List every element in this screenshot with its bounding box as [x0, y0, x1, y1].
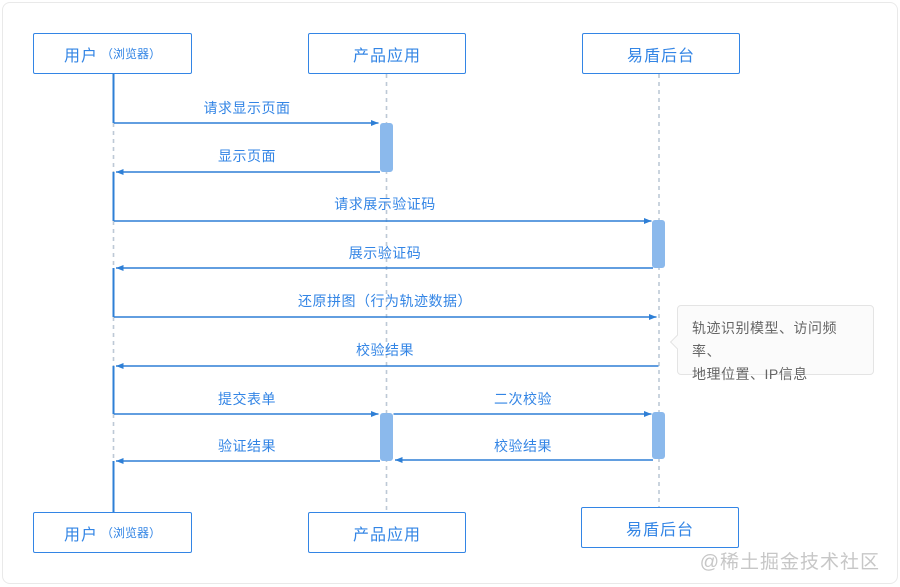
message-label-check-result: 校验结果	[356, 342, 414, 358]
actor-label-product: 产品应用	[352, 47, 421, 65]
message-label-show-page: 显示页面	[218, 148, 276, 164]
actor-box-user-bottom: 用户（浏览器）	[33, 512, 192, 553]
message-label-request-captcha: 请求展示验证码	[334, 196, 436, 212]
activation-bar-backend-1	[652, 220, 665, 268]
actor-label-user: 用户	[63, 47, 98, 65]
activation-bar-product-1	[380, 123, 393, 172]
message-label-request-page: 请求显示页面	[203, 100, 291, 116]
actor-label-user-suffix: （浏览器）	[101, 47, 162, 61]
note-box: 轨迹识别模型、访问频率、 地理位置、IP信息	[669, 305, 874, 382]
actor-box-backend-top: 易盾后台	[582, 33, 740, 74]
actor-box-product-bottom: 产品应用	[308, 512, 466, 553]
message-label-verify-result: 验证结果	[218, 438, 276, 454]
watermark: @稀土掘金技术社区	[699, 552, 880, 573]
message-label-check-result-2: 校验结果	[494, 438, 552, 454]
note-text-line-2: 地理位置、IP信息	[692, 366, 808, 382]
actor-box-product-top: 产品应用	[308, 33, 466, 74]
actor-box-user-top: 用户（浏览器）	[33, 33, 192, 74]
actor-label-backend: 易盾后台	[625, 521, 694, 539]
activation-bar-backend-2	[652, 412, 665, 459]
note-text-line-1: 轨迹识别模型、访问频率、	[692, 320, 837, 359]
actor-label-user: 用户	[63, 526, 98, 544]
message-label-submit-form: 提交表单	[218, 391, 276, 407]
message-label-restore-puzzle: 还原拼图（行为轨迹数据）	[298, 293, 472, 309]
message-label-show-captcha: 展示验证码	[348, 245, 422, 261]
activation-bar-product-2	[380, 413, 393, 461]
actor-label-product: 产品应用	[352, 526, 421, 544]
actor-box-backend-bottom: 易盾后台	[581, 507, 739, 548]
actor-label-backend: 易盾后台	[626, 47, 695, 65]
message-label-second-check: 二次校验	[494, 391, 552, 407]
actor-label-user-suffix: （浏览器）	[101, 526, 162, 540]
